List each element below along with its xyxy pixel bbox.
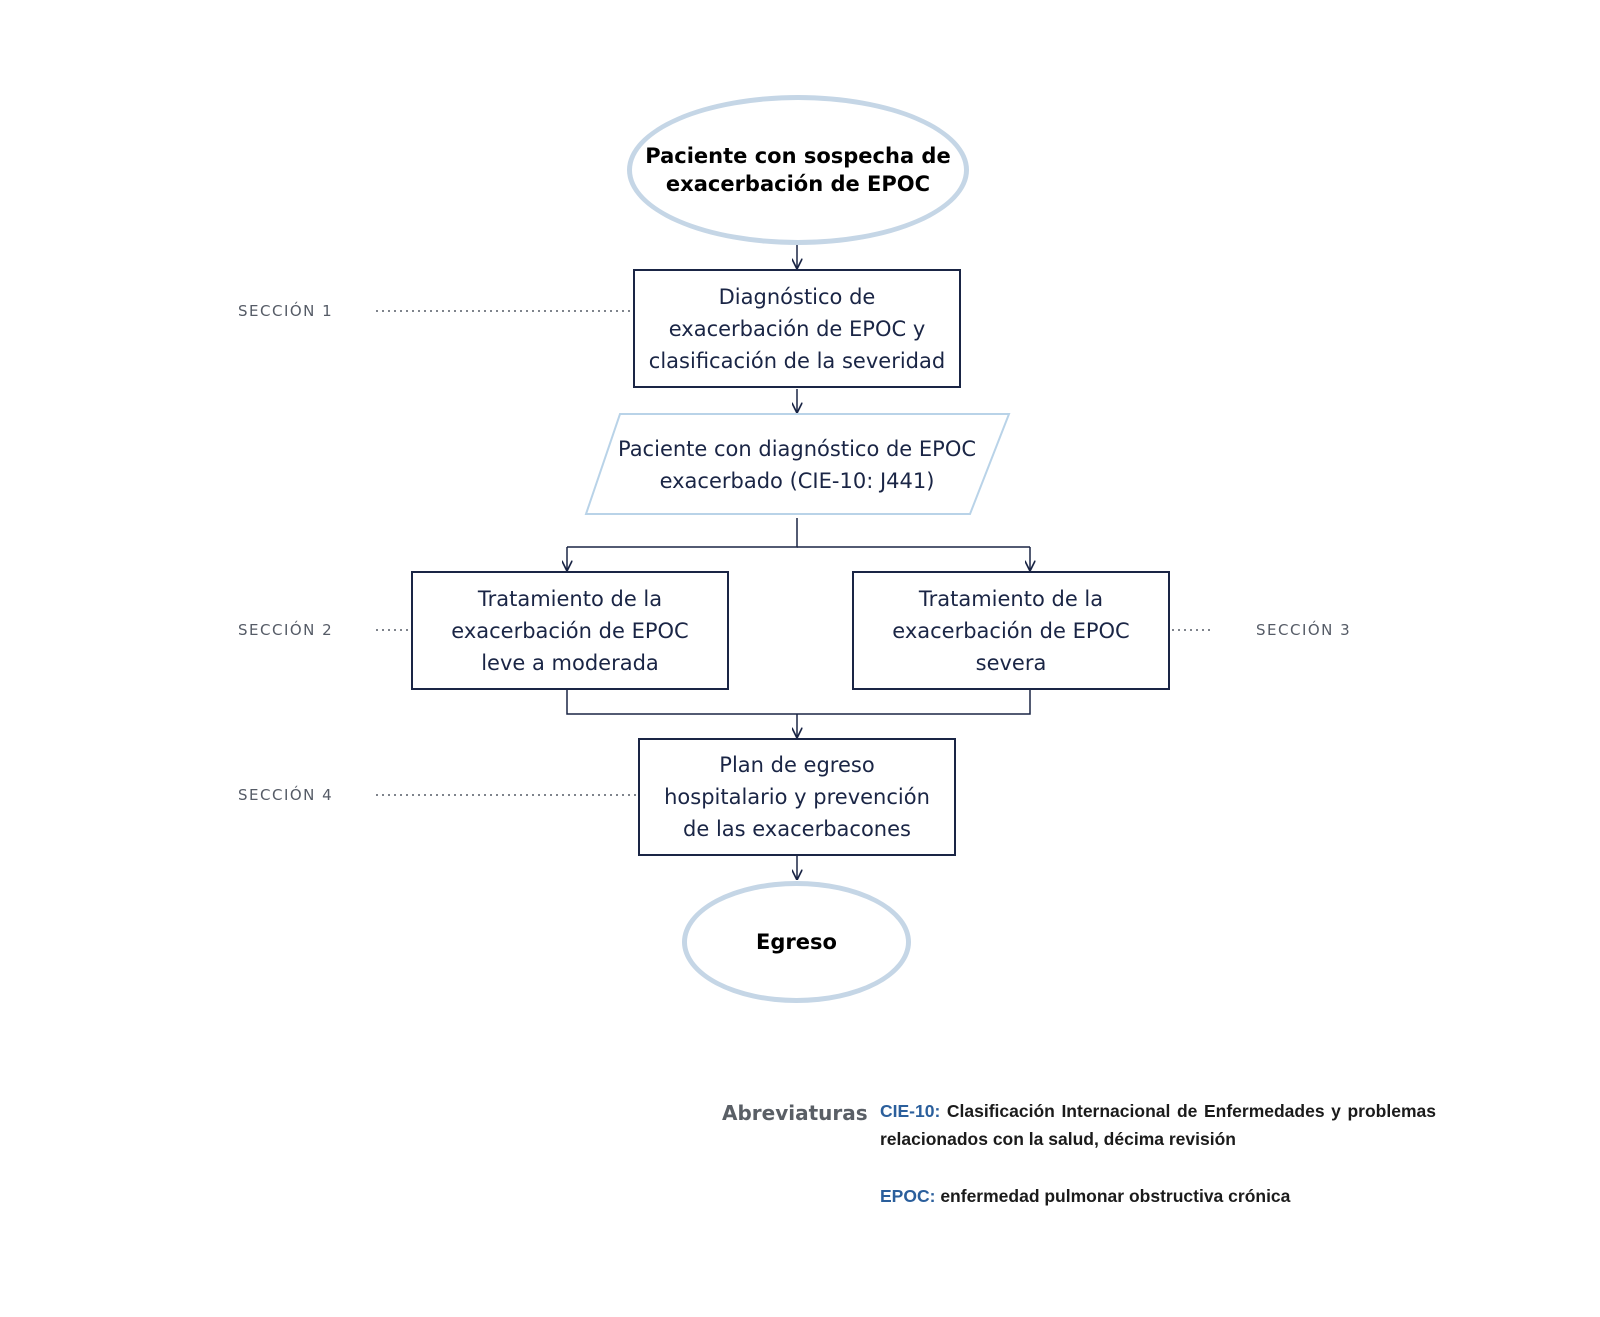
abbreviations-title: Abreviaturas bbox=[722, 1101, 868, 1125]
diagnosis-label: Diagnóstico de exacerbación de EPOC y cl… bbox=[648, 284, 946, 373]
treatment-severe-box: Tratamiento de la exacerbación de EPOC s… bbox=[852, 571, 1170, 690]
abbreviation-definition: enfermedad pulmonar obstructiva crónica bbox=[940, 1186, 1291, 1206]
diagnosed-patient-label: Paciente con diagnóstico de EPOC exacerb… bbox=[617, 437, 977, 493]
abbreviation-item: CIE-10: Clasificación Internacional de E… bbox=[880, 1097, 1436, 1153]
diagnosed-patient-node: Paciente con diagnóstico de EPOC exacerb… bbox=[600, 418, 994, 512]
section-4-label: SECCIÓN 4 bbox=[238, 786, 334, 804]
abbreviation-term: EPOC: bbox=[880, 1186, 936, 1206]
abbreviation-item: EPOC: enfermedad pulmonar obstructiva cr… bbox=[880, 1182, 1436, 1210]
section-3-label: SECCIÓN 3 bbox=[1256, 621, 1352, 639]
diagnosis-box: Diagnóstico de exacerbación de EPOC y cl… bbox=[633, 269, 961, 388]
connector-split bbox=[567, 518, 798, 548]
abbreviation-definition: Clasificación Internacional de Enfermeda… bbox=[880, 1101, 1436, 1149]
connector-merge bbox=[566, 690, 1031, 715]
treatment-mild-label: Tratamiento de la exacerbación de EPOC l… bbox=[451, 586, 689, 675]
discharge-plan-label: Plan de egreso hospitalario y prevención… bbox=[664, 753, 930, 841]
section-1-label: SECCIÓN 1 bbox=[238, 302, 334, 320]
start-node: Paciente con sospecha de exacerbación de… bbox=[627, 95, 969, 245]
diagnosed-patient-parallelogram bbox=[584, 413, 1011, 515]
treatment-severe-label: Tratamiento de la exacerbación de EPOC s… bbox=[892, 586, 1130, 675]
end-node-label: Egreso bbox=[756, 930, 837, 954]
start-node-label: Paciente con sospecha de exacerbación de… bbox=[645, 144, 951, 196]
end-node: Egreso bbox=[682, 881, 911, 1003]
discharge-plan-box: Plan de egreso hospitalario y prevención… bbox=[638, 738, 956, 856]
abbreviation-term: CIE-10: bbox=[880, 1101, 941, 1121]
section-2-label: SECCIÓN 2 bbox=[238, 621, 334, 639]
treatment-mild-box: Tratamiento de la exacerbación de EPOC l… bbox=[411, 571, 729, 690]
